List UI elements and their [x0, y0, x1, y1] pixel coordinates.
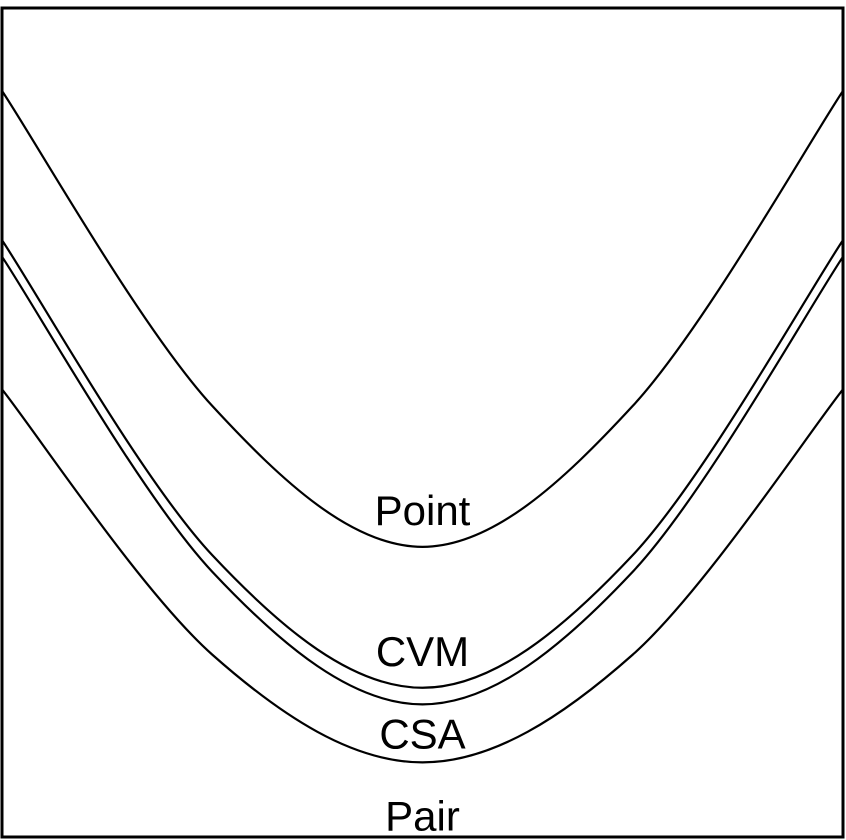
series-label-pair: Pair	[385, 792, 460, 839]
series-label-point: Point	[375, 487, 471, 534]
series-line-pair	[0, 388, 845, 764]
series-label-cvm: CVM	[376, 628, 469, 675]
series-line-cvm	[0, 239, 845, 689]
plot-frame	[0, 6, 845, 839]
series-line-csa	[0, 255, 845, 706]
series-label-csa: CSA	[379, 710, 465, 757]
series-line-point	[0, 89, 845, 548]
series-curves	[0, 89, 845, 764]
